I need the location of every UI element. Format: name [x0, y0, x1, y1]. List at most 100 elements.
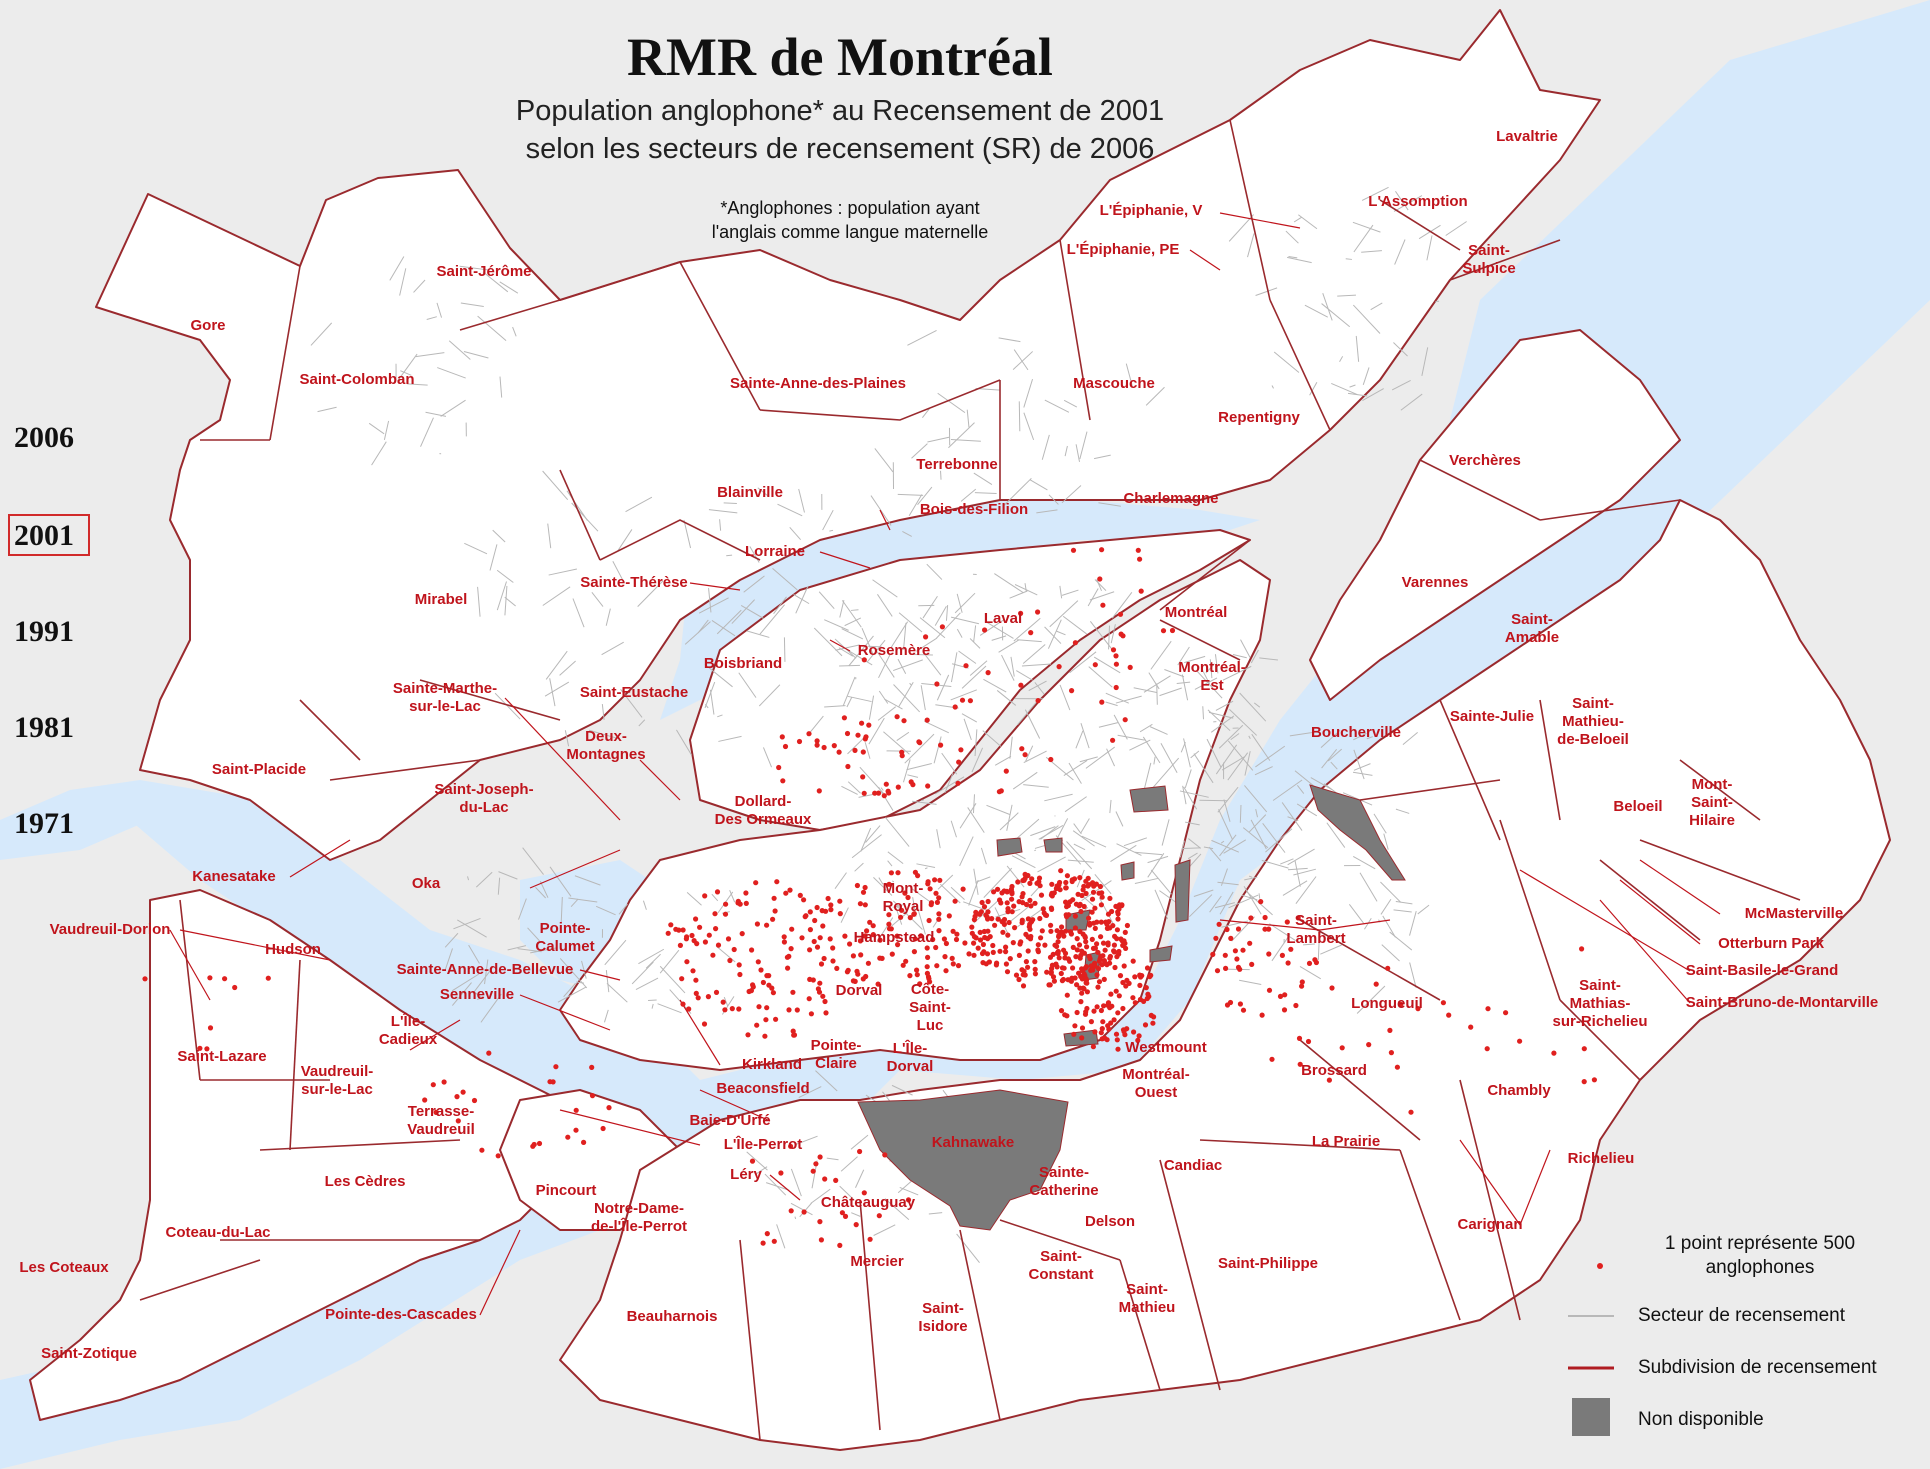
population-dot [1468, 1024, 1474, 1030]
tract-line [1287, 867, 1308, 871]
year-1991[interactable]: 1991 [14, 615, 74, 648]
tract-line [1010, 656, 1015, 677]
tract-line [1247, 233, 1255, 258]
population-dot [1099, 547, 1105, 553]
population-dot [814, 742, 820, 748]
population-dot [1130, 958, 1136, 964]
population-dot [822, 998, 828, 1005]
population-dot [886, 790, 892, 796]
population-dot [1124, 922, 1130, 929]
tract-line [1320, 944, 1342, 955]
population-dot [816, 788, 822, 794]
population-dot [232, 984, 238, 991]
population-dot [1150, 1020, 1156, 1026]
population-dot [197, 1045, 203, 1051]
population-dot [1086, 915, 1092, 921]
tract-line [1064, 445, 1068, 457]
legend-tract-label: Secteur de recensement [1638, 1305, 1846, 1326]
place-label: Châteauguay [820, 1194, 916, 1211]
population-dot [998, 788, 1004, 794]
population-dot [780, 778, 786, 784]
tract-line [873, 1224, 896, 1236]
population-dot [1132, 1000, 1138, 1006]
tract-line [512, 326, 517, 337]
tract-line [893, 684, 921, 713]
population-dot [1072, 913, 1078, 919]
tract-line [1183, 786, 1198, 810]
population-dot [924, 945, 930, 951]
population-dot [981, 904, 988, 910]
population-dot [1284, 919, 1290, 925]
tract-line [588, 729, 619, 740]
tract-line [933, 736, 942, 764]
tract-line [1273, 351, 1300, 373]
tract-line [1016, 670, 1033, 681]
tract-line [1289, 731, 1319, 737]
tract-line [440, 399, 466, 417]
tract-line [790, 1168, 802, 1197]
tract-line [1220, 840, 1225, 844]
year-1971[interactable]: 1971 [14, 807, 74, 840]
population-dot [1114, 927, 1120, 933]
population-dot [1073, 954, 1079, 960]
tract-line [686, 892, 702, 906]
year-2006[interactable]: 2006 [14, 421, 74, 454]
population-dot [808, 1011, 815, 1017]
tract-line [824, 705, 846, 708]
place-label: Oka [411, 875, 441, 892]
population-dot [1087, 920, 1093, 927]
population-dot [1121, 938, 1127, 944]
place-label: Delson [1084, 1213, 1136, 1230]
population-dot [1016, 976, 1022, 983]
legend-subdivision-line-icon [1568, 1366, 1614, 1370]
tract-line [1177, 646, 1190, 666]
population-dot [1082, 965, 1089, 971]
population-dot [1055, 950, 1061, 957]
population-dot [1048, 969, 1054, 975]
population-dot [1035, 942, 1041, 948]
place-label: Lavaltrie [1496, 128, 1558, 145]
population-dot [886, 921, 892, 927]
tract-line [974, 492, 997, 495]
tract-line [723, 502, 737, 505]
population-dot [1281, 1007, 1288, 1013]
tract-line [1330, 761, 1338, 770]
tract-line [475, 871, 493, 888]
place-label: Boisbriand [703, 655, 783, 672]
population-dot [760, 979, 767, 986]
tract-line [1244, 876, 1258, 881]
population-dot [713, 926, 719, 932]
population-dot [1101, 976, 1107, 983]
tract-line [1115, 811, 1124, 827]
year-2001[interactable]: 2001 [8, 514, 90, 556]
place-label: Lorraine [744, 543, 806, 560]
population-dot [866, 722, 872, 728]
tract-line [944, 772, 954, 793]
legend-na-swatch-icon [1572, 1398, 1610, 1436]
population-dot [1056, 932, 1062, 938]
population-dot [677, 942, 684, 949]
tract-line [601, 641, 624, 656]
population-dot [1113, 653, 1119, 659]
tract-line [1037, 856, 1066, 873]
tract-line [1085, 746, 1116, 769]
tract-line [1125, 363, 1134, 388]
population-dot [853, 1222, 859, 1228]
population-dot [1077, 985, 1083, 991]
population-dot [1069, 688, 1075, 694]
population-dot [1248, 915, 1254, 921]
year-1981[interactable]: 1981 [14, 711, 74, 744]
tract-line [504, 596, 516, 607]
tract-line [1293, 216, 1302, 223]
population-dot [1013, 972, 1020, 978]
tract-line [973, 625, 977, 642]
population-dot [786, 1007, 792, 1013]
tract-line [1255, 745, 1286, 768]
tract-line [1219, 891, 1234, 915]
place-label: Saint-Basile-le-Grand [1685, 962, 1839, 979]
tract-line [1106, 748, 1116, 767]
population-dot [1037, 883, 1043, 889]
place-label: Beauharnois [626, 1308, 718, 1325]
population-dot [937, 877, 943, 883]
